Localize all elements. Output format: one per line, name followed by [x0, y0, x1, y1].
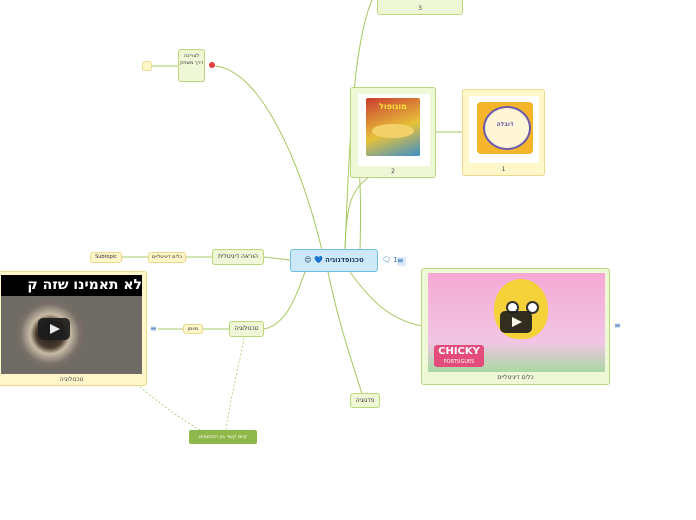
digital-tools-small-label: כלים דיגיטליים	[151, 254, 183, 260]
chicky-brand-text: CHICKY	[438, 346, 480, 357]
pedagogy-label: פדגוגיה	[355, 397, 375, 404]
family-node[interactable]: לצריכה דרך משחק	[178, 49, 205, 82]
root-emoji-face: 😍	[304, 256, 312, 264]
play-button[interactable]	[500, 311, 532, 333]
digital-teaching-label: הוראה דיגיטלית	[218, 253, 258, 260]
chicky-notes-icon[interactable]: ≡	[614, 321, 621, 330]
comment-icon: 🗨	[382, 256, 391, 264]
dobble-box-text: דובלה	[496, 121, 514, 128]
family-child-node[interactable]	[142, 61, 152, 71]
monopoly-box-image: מונופול	[358, 94, 430, 166]
digital-teaching-node[interactable]: הוראה דיגיטלית	[212, 249, 264, 265]
technology-label: טכנולוגיה	[234, 325, 259, 332]
connector-pedagogy	[327, 271, 363, 395]
technology-notes-icon[interactable]: ≡	[150, 324, 157, 333]
dobble-box-image: דובלה	[469, 96, 539, 163]
tech-video-title: לא תאמינו שזה ק	[27, 277, 142, 293]
chicky-video-card[interactable]: CHICKY PORTUGUES כלים דיגיטליים	[421, 268, 610, 385]
relation-line-2	[225, 337, 245, 431]
chicky-sub-text: PORTUGUES	[443, 359, 475, 365]
connector-game2	[344, 177, 369, 251]
connector-chicky	[349, 271, 423, 327]
small-tag-node[interactable]: מיומן	[183, 324, 203, 334]
pedagogy-node[interactable]: פדגוגיה	[350, 393, 380, 408]
subtopic-label: Subtopic	[95, 254, 117, 260]
connector-family	[214, 65, 323, 251]
connector-digital-teaching	[263, 256, 291, 261]
family-node-label: לצריכה דרך משחק	[179, 53, 204, 66]
top-card[interactable]: 3	[377, 0, 463, 15]
game1-label: 1	[501, 166, 506, 173]
relation-line-1	[137, 384, 201, 431]
digital-tools-small-node[interactable]: כלים דיגיטליים	[148, 252, 186, 263]
root-emoji-heart: 💙	[314, 256, 323, 264]
chicky-video-caption: כלים דיגיטליים	[497, 374, 534, 381]
monopoly-box-text: מונופול	[379, 102, 407, 111]
tech-video-caption: טכנולוגיה	[59, 376, 84, 383]
root-label: טכנופדגוגיה	[325, 256, 364, 264]
root-comment-indicator[interactable]: 🗨 1	[382, 256, 398, 264]
game1-card[interactable]: דובלה 1	[462, 89, 545, 176]
tech-video-card[interactable]: לא תאמינו שזה ק טכנולוגיה	[0, 271, 147, 386]
tech-video-thumbnail[interactable]: לא תאמינו שזה ק	[1, 275, 142, 374]
technology-node[interactable]: טכנולוגיה	[229, 321, 264, 337]
marker-dot	[209, 62, 215, 68]
small-tag-label: מיומן	[187, 326, 199, 332]
root-node[interactable]: 😍 💙 טכנופדגוגיה	[290, 249, 378, 272]
play-button[interactable]	[38, 318, 70, 340]
top-card-label: 3	[418, 5, 422, 12]
game2-label: 2	[391, 168, 395, 175]
relation-label-text: קיים קשר בין התחומים	[198, 434, 248, 440]
root-notes-icon[interactable]: ≡	[397, 257, 406, 266]
subtopic-node[interactable]: Subtopic	[90, 252, 122, 263]
game2-card[interactable]: מונופול 2	[350, 87, 436, 178]
root-comment-count: 1	[393, 256, 398, 264]
connector-technology	[263, 271, 306, 330]
relation-label[interactable]: קיים קשר בין התחומים	[189, 430, 257, 444]
chicky-video-thumbnail[interactable]: CHICKY PORTUGUES	[428, 273, 605, 372]
